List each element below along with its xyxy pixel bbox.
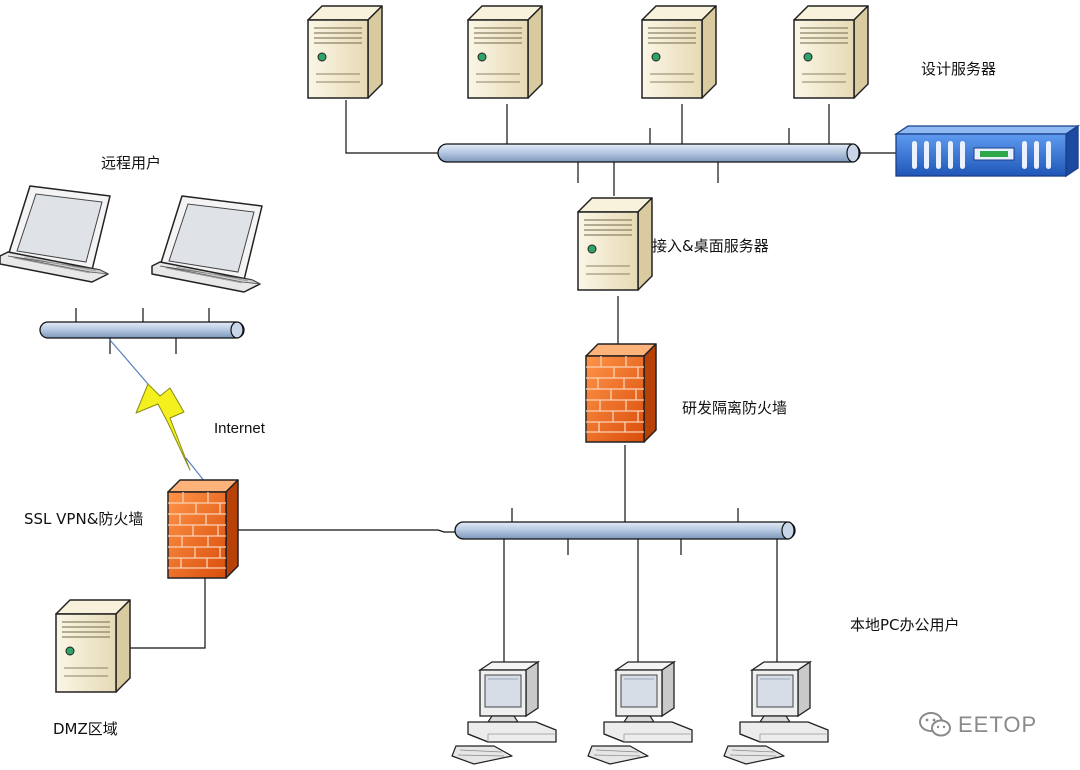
design-server-1 [307,5,383,99]
watermark: EETOP [918,711,1037,739]
access-desktop-server [577,197,653,291]
dmz-server [55,599,131,693]
design-servers-label: 设计服务器 [921,60,997,78]
connection-lines [75,100,896,668]
internet-label: Internet [214,420,265,437]
local-pc-2 [587,661,693,765]
wechat-icon [919,712,951,737]
storage-appliance [893,124,1080,178]
design-server-4 [793,5,869,99]
ssl-vpn-firewall [167,479,239,579]
top-bus [437,143,861,163]
ssl-vpn-firewall-label: SSL VPN&防火墙 [24,510,144,528]
dmz-zone-label: DMZ区域 [53,720,118,738]
local-pc-users-label: 本地PC办公用户 [850,616,960,634]
design-server-2 [467,5,543,99]
rd-isolation-firewall [585,343,657,443]
remote-laptop-1 [0,185,111,283]
remote-bus [39,321,245,339]
lightning-icon [135,383,191,471]
local-pc-3 [723,661,829,765]
lower-bus [454,521,796,540]
internet-link [109,339,206,483]
rd-firewall-label: 研发隔离防火墙 [682,399,788,417]
watermark-text: EETOP [958,712,1038,737]
remote-laptop-2 [151,195,263,293]
local-pc-1 [451,661,557,765]
access-desktop-server-label: 接入&桌面服务器 [652,237,769,255]
remote-users-label: 远程用户 [101,154,162,172]
design-server-3 [641,5,717,99]
